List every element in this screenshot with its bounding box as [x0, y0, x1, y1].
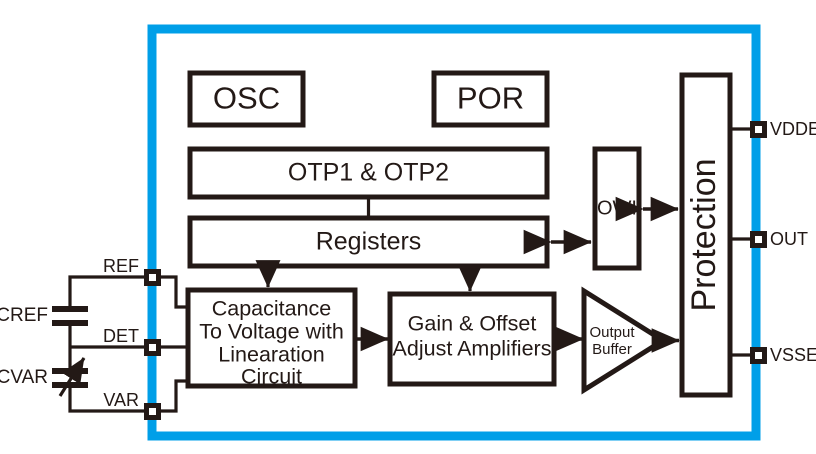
pin-label-det: DET — [103, 326, 139, 346]
block-gain-offset — [387, 291, 557, 387]
block-por-label: POR — [457, 81, 524, 116]
block-osc-label: OSC — [213, 81, 280, 116]
c2v-line-1: Capacitance — [212, 297, 332, 321]
buffer-line-2: Buffer — [592, 341, 632, 358]
pin-marker-out-center — [755, 236, 762, 243]
pin-marker-vsse-center — [755, 352, 762, 359]
wire-ext-ref-rail — [68, 275, 144, 307]
c2v-line-4: Circuit — [241, 365, 302, 389]
pin-label-vdde: VDDE — [770, 119, 816, 139]
pin-label-vsse: VSSE — [770, 345, 816, 365]
block-por — [431, 70, 550, 128]
block-output-buffer — [581, 286, 668, 395]
c2v-line-3: Linearation — [218, 343, 324, 367]
pin-marker-var-center — [149, 408, 156, 415]
block-registers-label: Registers — [316, 228, 422, 256]
cvar-variable-arrow — [58, 357, 86, 397]
gain-line-2: Adjust Amplifiers — [393, 337, 552, 361]
cvar-label: CVAR — [0, 367, 48, 388]
wire-pin-var — [160, 379, 188, 413]
block-protection — [679, 72, 733, 398]
block-capacitance-to-voltage — [185, 287, 358, 389]
pin-marker-ref-center — [149, 274, 156, 281]
pin-label-out: OUT — [770, 229, 808, 249]
pin-label-ref: REF — [103, 256, 139, 276]
wire-pin-ref — [160, 275, 188, 309]
pin-marker-det-center — [149, 344, 156, 351]
wire-ext-var-rail — [68, 386, 144, 413]
block-otp — [187, 146, 550, 200]
block-owi-label: OWI — [597, 197, 637, 219]
pin-marker-vdde-center — [755, 126, 762, 133]
buffer-line-1: Output — [589, 324, 635, 341]
block-osc — [187, 70, 306, 128]
pin-label-var: VAR — [103, 390, 139, 410]
cref-label: CREF — [0, 305, 48, 326]
gain-line-1: Gain & Offset — [408, 312, 537, 336]
c2v-line-2: To Voltage with — [199, 320, 344, 344]
block-otp-label: OTP1 & OTP2 — [288, 159, 449, 187]
block-protection-label: Protection — [685, 158, 723, 311]
